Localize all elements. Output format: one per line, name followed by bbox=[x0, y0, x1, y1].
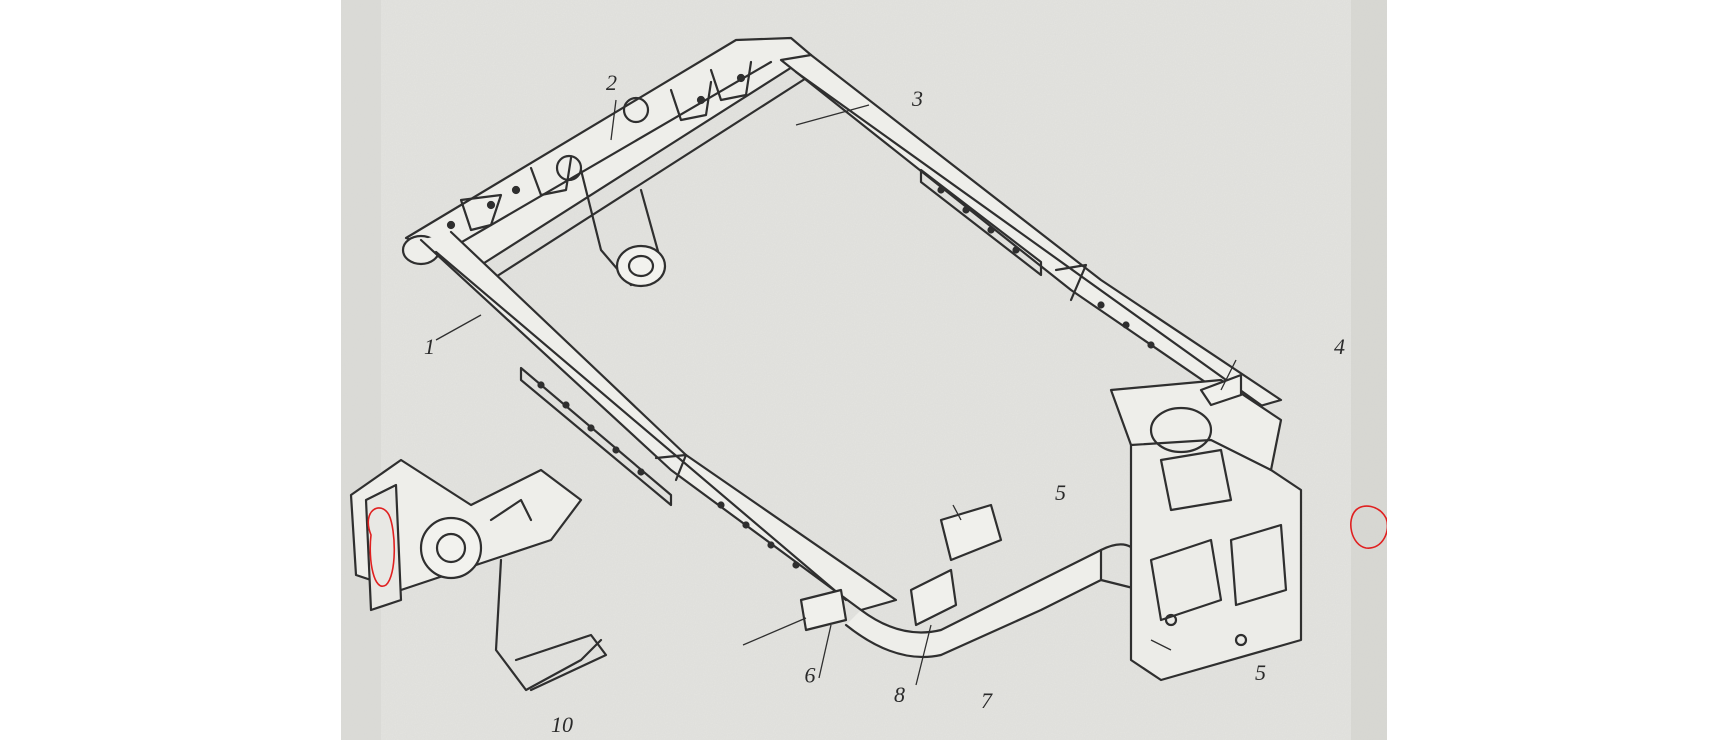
callout-5-top: 5 bbox=[1055, 480, 1066, 505]
bracket-6 bbox=[939, 503, 1003, 562]
callout-4: 4 bbox=[1334, 334, 1345, 359]
leader-lines bbox=[435, 99, 1237, 686]
red-circle-right bbox=[1350, 505, 1387, 549]
front-housing bbox=[1109, 378, 1303, 682]
rear-cross-member bbox=[401, 36, 813, 288]
right-side-rail bbox=[779, 53, 1283, 412]
detached-hitch-assembly bbox=[349, 458, 608, 692]
callout-9: 9 bbox=[805, 663, 816, 688]
callout-5-bottom: 5 bbox=[1255, 660, 1266, 685]
callout-8: 8 bbox=[894, 682, 905, 707]
red-circle-left bbox=[367, 507, 396, 588]
callout-7: 7 bbox=[981, 688, 992, 713]
bracket-8 bbox=[799, 588, 848, 632]
callout-2: 2 bbox=[606, 70, 617, 95]
callout-10: 10 bbox=[551, 712, 573, 737]
callout-3: 3 bbox=[912, 86, 923, 111]
bracket-7 bbox=[909, 568, 958, 627]
diagram-scan bbox=[341, 0, 1387, 740]
left-side-rail bbox=[419, 230, 898, 612]
frame-drawing bbox=[349, 36, 1303, 692]
callout-1: 1 bbox=[424, 334, 435, 359]
